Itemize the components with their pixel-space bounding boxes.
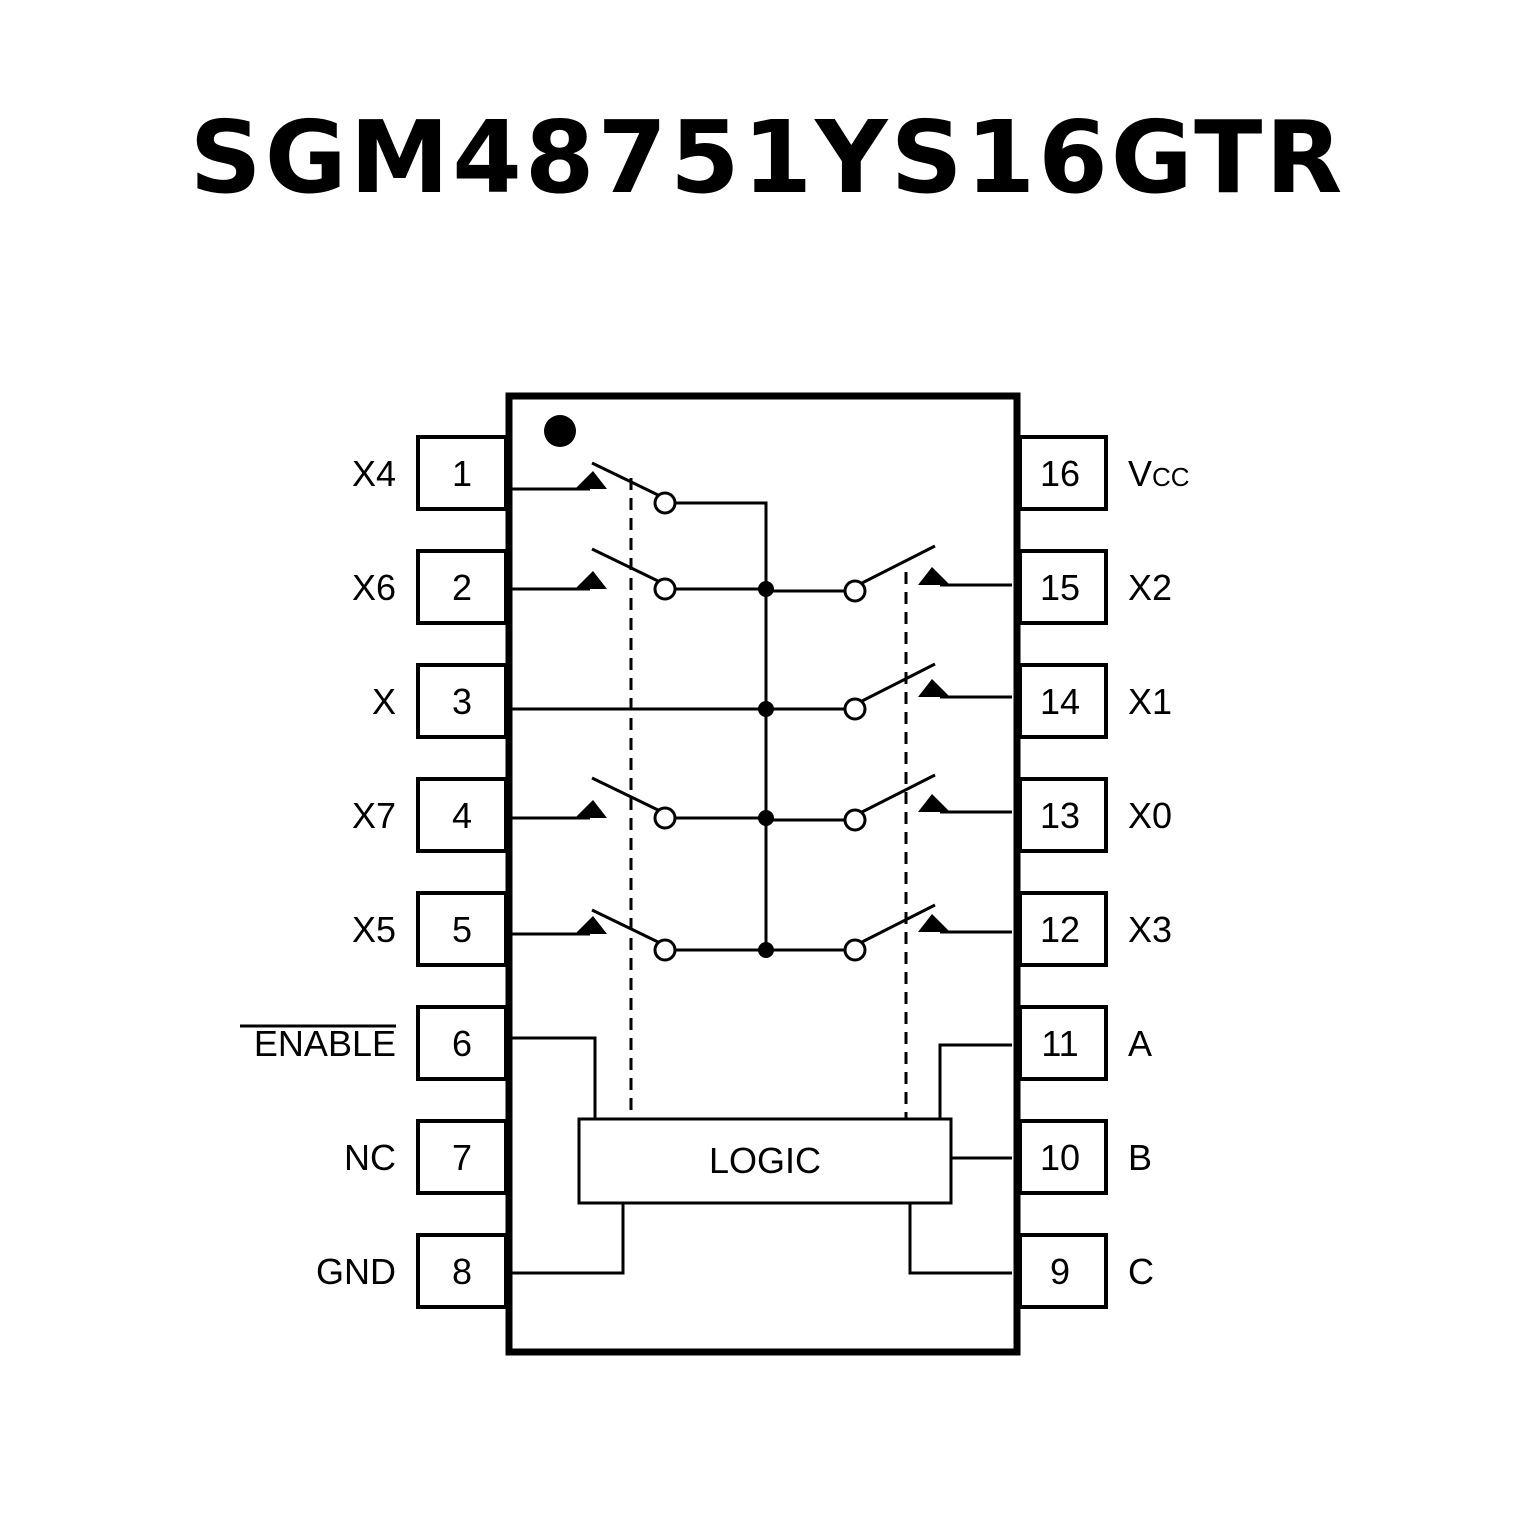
pin-box-6 bbox=[416, 1005, 508, 1081]
switch-contact-circle bbox=[843, 808, 867, 832]
pin-box-10 bbox=[1018, 1119, 1108, 1195]
pin-box-7 bbox=[416, 1119, 508, 1195]
pin-number: 10 bbox=[1040, 1137, 1080, 1178]
pin-box-16 bbox=[1018, 435, 1108, 511]
pin-name: X6 bbox=[352, 567, 396, 608]
junction-dot bbox=[758, 810, 774, 826]
gnd-wire bbox=[512, 1203, 625, 1275]
switch-lever bbox=[861, 773, 936, 814]
pin-number: 12 bbox=[1040, 909, 1080, 950]
switch-lever bbox=[591, 547, 659, 583]
pin-box-1 bbox=[416, 435, 508, 511]
c-wire bbox=[908, 1203, 1012, 1275]
pin-number: 15 bbox=[1040, 567, 1080, 608]
switch-lever bbox=[861, 662, 936, 703]
pin-name: VCC bbox=[1128, 453, 1190, 494]
pin-box-15 bbox=[1018, 549, 1108, 625]
pin-box-4 bbox=[416, 777, 508, 853]
pin1-marker-dot bbox=[544, 415, 576, 447]
pin-name: GND bbox=[316, 1251, 396, 1292]
pin-box-13 bbox=[1018, 777, 1108, 853]
pin-name: X1 bbox=[1128, 681, 1172, 722]
contact-triangle-icon bbox=[918, 914, 950, 932]
junction-dot bbox=[758, 942, 774, 958]
switch-lever bbox=[591, 776, 659, 812]
pin-name-subscript: CC bbox=[1152, 462, 1190, 492]
pin-box-12 bbox=[1018, 891, 1108, 967]
part-number-title: SGM48751YS16GTR bbox=[189, 99, 1346, 216]
switch-contact-circle bbox=[843, 938, 867, 962]
switch-lever bbox=[591, 908, 659, 944]
contact-triangle-icon bbox=[575, 571, 607, 589]
pin-number: 1 bbox=[452, 453, 472, 494]
switch-lever bbox=[861, 544, 936, 585]
pin-number: 4 bbox=[452, 795, 472, 836]
common-bus bbox=[675, 501, 768, 950]
pin-name: X4 bbox=[352, 453, 396, 494]
pin-name: X2 bbox=[1128, 567, 1172, 608]
a-wire bbox=[938, 1043, 1012, 1119]
contact-triangle-icon bbox=[575, 916, 607, 934]
ic-body bbox=[505, 392, 1021, 1356]
pin-number: 9 bbox=[1050, 1251, 1070, 1292]
pin-number: 16 bbox=[1040, 453, 1080, 494]
pin-box-9 bbox=[1018, 1233, 1108, 1309]
pin-box-8 bbox=[416, 1233, 508, 1309]
pin-number: 14 bbox=[1040, 681, 1080, 722]
pin-box-3 bbox=[416, 663, 508, 739]
switch-contact-circle bbox=[843, 697, 867, 721]
pin-name: X bbox=[372, 681, 396, 722]
pin-box-14 bbox=[1018, 663, 1108, 739]
contact-triangle-icon bbox=[918, 794, 950, 812]
pin-number: 2 bbox=[452, 567, 472, 608]
junction-dot bbox=[758, 701, 774, 717]
enable-wire bbox=[512, 1036, 597, 1119]
pin-name: C bbox=[1128, 1251, 1154, 1292]
switch-contact-circle bbox=[653, 806, 677, 830]
logic-block bbox=[577, 1117, 953, 1205]
pin-box-5 bbox=[416, 891, 508, 967]
contact-triangle-icon bbox=[575, 800, 607, 818]
contact-triangle-icon bbox=[918, 567, 950, 585]
pin-name: NC bbox=[344, 1137, 396, 1178]
switch-contact-circle bbox=[653, 491, 677, 515]
switch-contact-circle bbox=[653, 938, 677, 962]
pin-box-2 bbox=[416, 549, 508, 625]
pin-number: 6 bbox=[452, 1023, 472, 1064]
pin-name: X7 bbox=[352, 795, 396, 836]
pin-number: 13 bbox=[1040, 795, 1080, 836]
pin-number: 7 bbox=[452, 1137, 472, 1178]
switch-lever bbox=[591, 461, 659, 497]
pin-box-11 bbox=[1018, 1005, 1108, 1081]
pin-name: X0 bbox=[1128, 795, 1172, 836]
pin-number: 3 bbox=[452, 681, 472, 722]
switch-contact-circle bbox=[653, 577, 677, 601]
pin-name: X5 bbox=[352, 909, 396, 950]
contact-triangle-icon bbox=[918, 679, 950, 697]
pin-name: A bbox=[1128, 1023, 1152, 1064]
pin-name: X3 bbox=[1128, 909, 1172, 950]
pin-number: 5 bbox=[452, 909, 472, 950]
pin-name: ENABLE bbox=[254, 1023, 396, 1064]
pin-name: B bbox=[1128, 1137, 1152, 1178]
junction-dot bbox=[758, 581, 774, 597]
switch-contact-circle bbox=[843, 579, 867, 603]
logic-label: LOGIC bbox=[709, 1140, 821, 1181]
switch-lever bbox=[861, 903, 936, 944]
pin-number: 8 bbox=[452, 1251, 472, 1292]
contact-triangle-icon bbox=[575, 471, 607, 489]
pin-number: 11 bbox=[1041, 1023, 1078, 1064]
